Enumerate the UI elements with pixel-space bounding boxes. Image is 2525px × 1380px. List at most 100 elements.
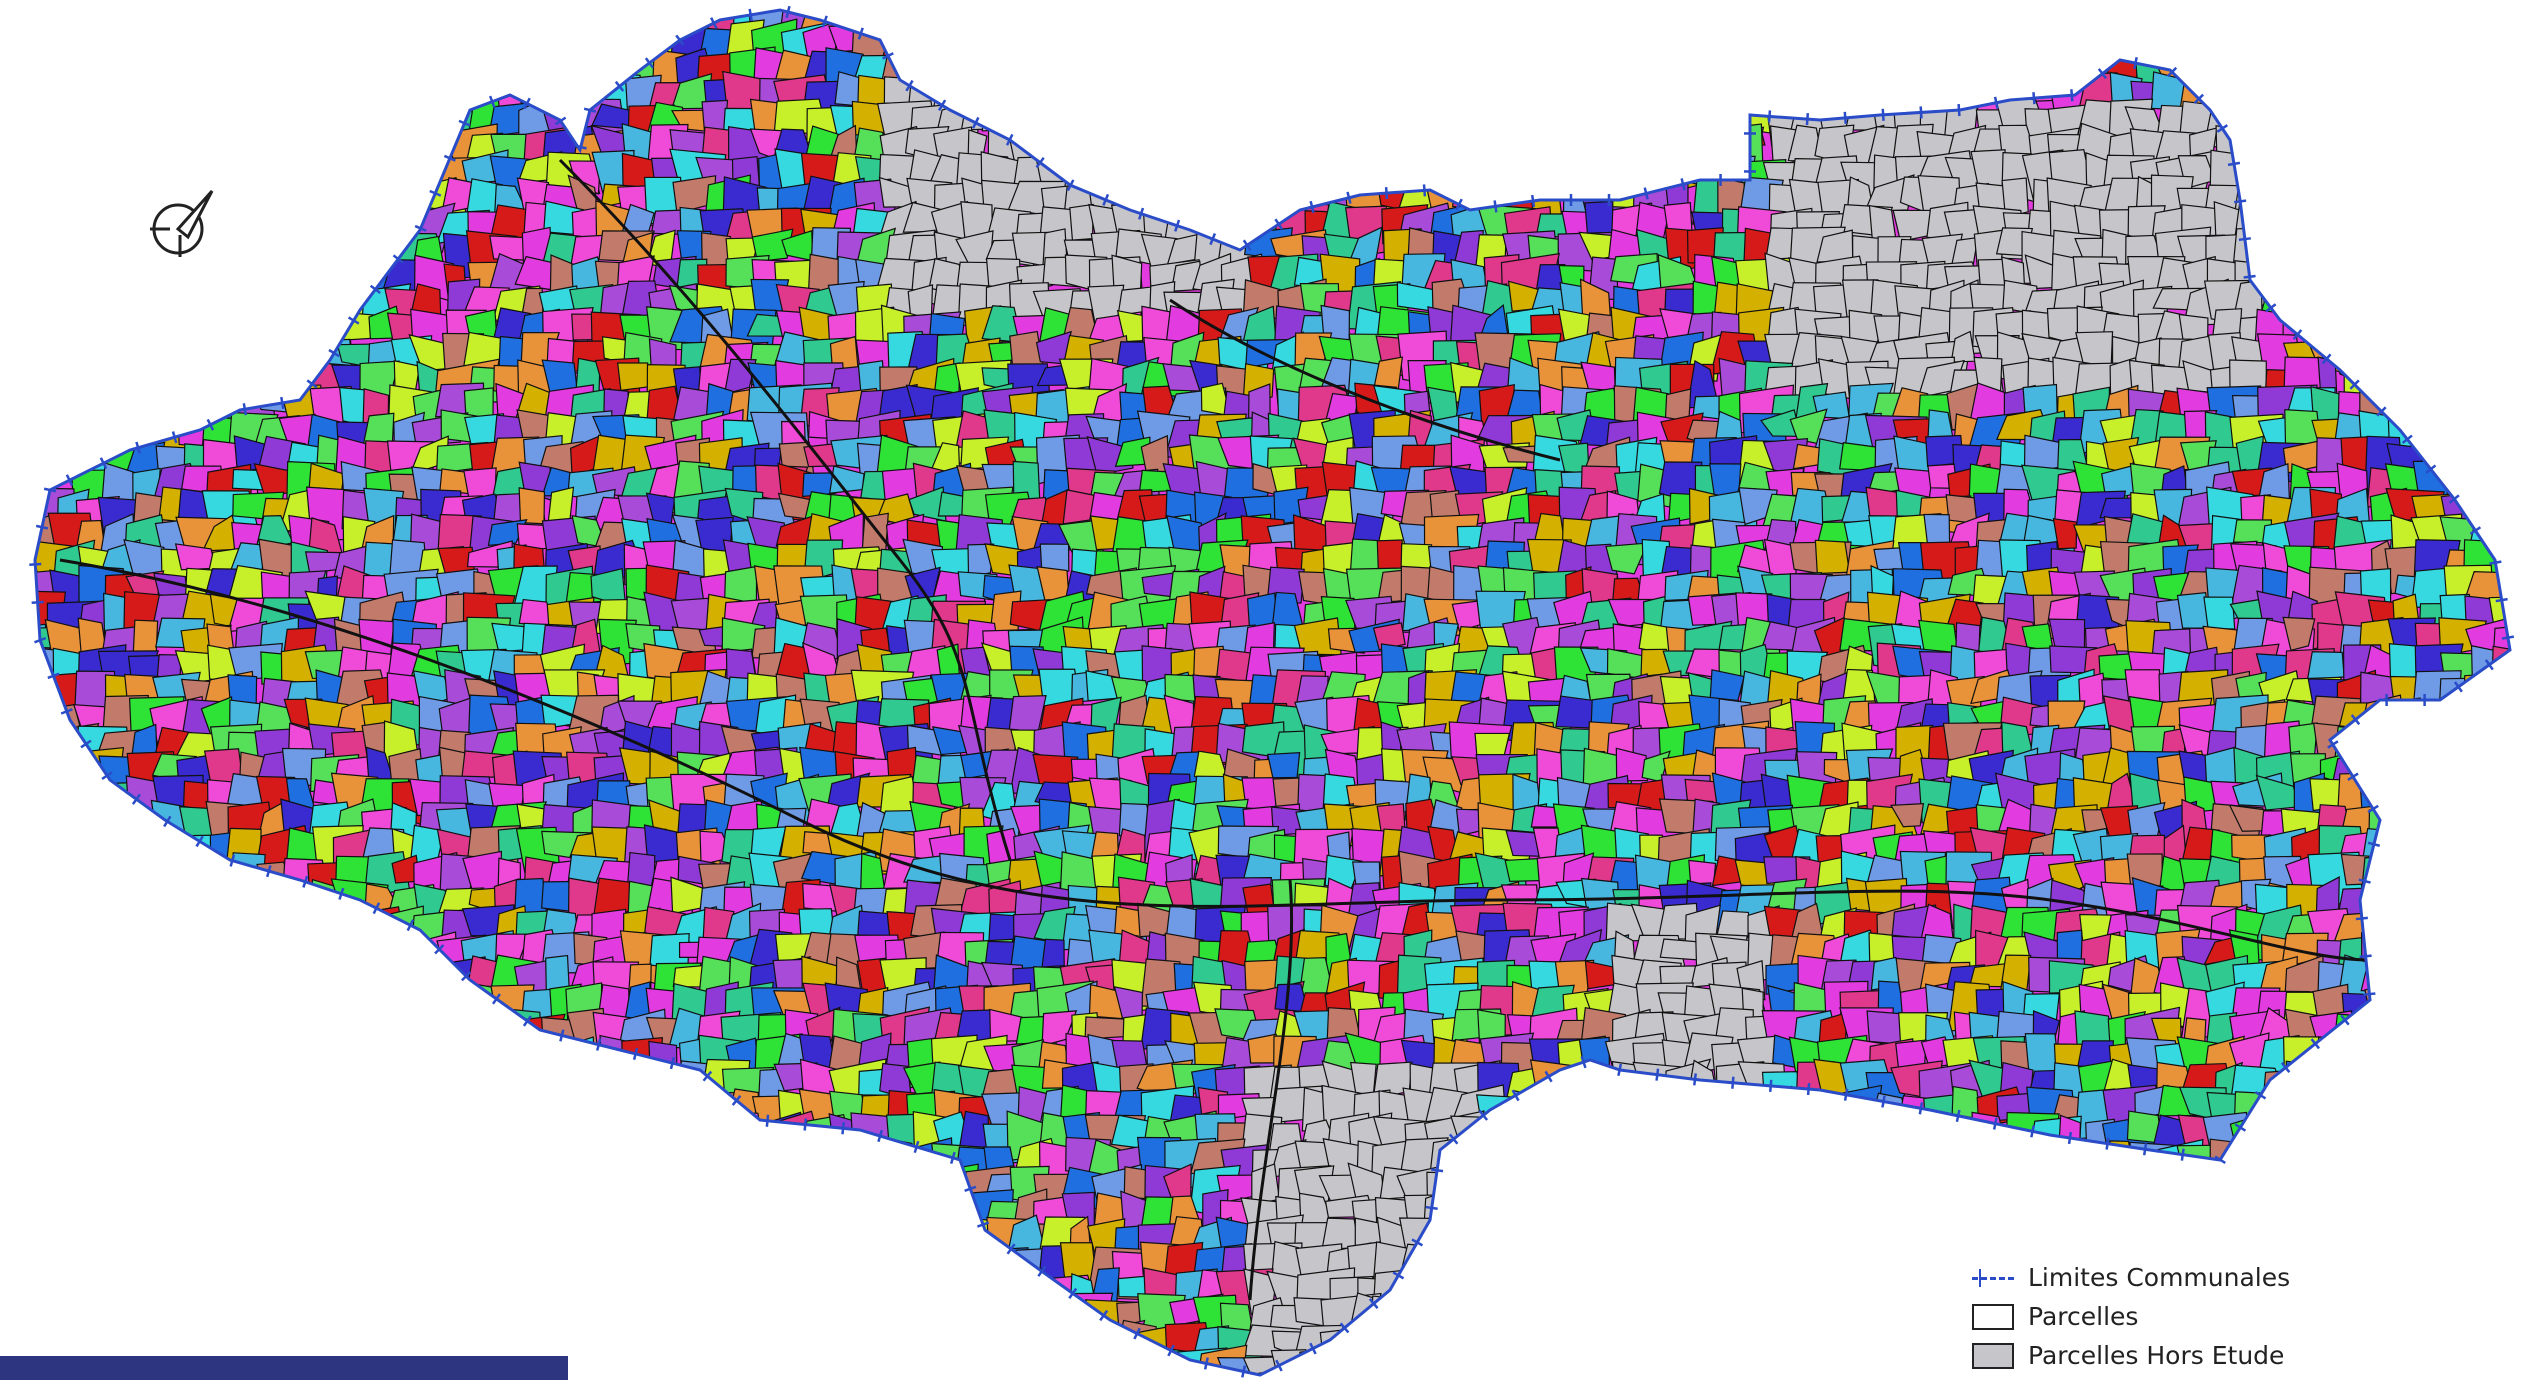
parcel: [1690, 1114, 1726, 1153]
parcel: [35, 153, 61, 206]
parcel: [107, 362, 140, 408]
parcel: [181, 1009, 219, 1054]
parcel: [102, 157, 138, 195]
parcel: [123, 1036, 164, 1087]
parcel-hors-etude: [1094, 149, 1131, 203]
parcel: [389, 1163, 423, 1218]
parcel: [643, 1173, 685, 1204]
parcel: [2365, 1123, 2414, 1165]
parcel-hors-etude: [1140, 158, 1194, 196]
parcel: [2521, 879, 2525, 928]
parcel: [2491, 177, 2510, 225]
parcel: [2396, 1267, 2447, 1320]
parcel: [336, 955, 377, 999]
parcel: [51, 777, 108, 814]
parcel: [1475, 1268, 1514, 1314]
parcel: [724, 1242, 760, 1284]
parcel: [675, 1088, 734, 1138]
parcel: [1500, 1272, 1537, 1305]
parcel: [748, 1270, 807, 1322]
parcel: [2516, 128, 2525, 172]
parcel: [496, 1296, 543, 1342]
parcel: [200, 931, 248, 968]
parcel: [282, 1136, 324, 1176]
parcel: [263, 1278, 307, 1321]
parcel: [1240, 148, 1286, 197]
parcel: [2411, 330, 2466, 363]
parcel: [35, 932, 61, 989]
parcel: [1763, 50, 1801, 102]
parcel: [2442, 82, 2493, 122]
parcel: [1976, 1189, 2013, 1237]
parcel: [1455, 44, 1502, 98]
parcel: [35, 408, 49, 459]
parcel: [106, 1270, 150, 1328]
parcel: [71, 155, 124, 201]
parcel: [2500, 154, 2510, 185]
parcel: [1008, 18, 1067, 69]
parcel: [832, 1299, 866, 1340]
parcel: [149, 1059, 198, 1119]
parcel: [2443, 284, 2484, 330]
parcel: [1302, 123, 1344, 169]
parcel: [1976, 1218, 2027, 1261]
parcel: [1555, 21, 1605, 56]
parcel: [2387, 330, 2429, 377]
parcel: [182, 1189, 233, 1223]
parcel: [2385, 157, 2439, 195]
parcel: [130, 1247, 179, 1293]
parcel: [45, 177, 88, 221]
parcel: [35, 176, 67, 208]
parcel: [2442, 1215, 2476, 1253]
parcel: [360, 1090, 421, 1136]
parcel: [1637, 1088, 1681, 1138]
parcel: [74, 850, 135, 896]
parcel: [1895, 10, 1930, 45]
parcel: [701, 1241, 748, 1276]
parcel: [278, 986, 327, 1037]
parcel: [2439, 1121, 2469, 1156]
parcel: [2388, 124, 2422, 166]
parcel: [2306, 1189, 2360, 1239]
parcel: [410, 1240, 458, 1294]
parcel: [2359, 1141, 2403, 1177]
parcel: [2307, 149, 2354, 196]
parcel: [175, 1141, 234, 1192]
parcel: [1922, 1118, 1955, 1153]
parcel: [1768, 1241, 1818, 1282]
parcel: [284, 130, 331, 174]
parcel: [2307, 253, 2357, 305]
parcel: [488, 10, 529, 45]
parcel: [721, 1295, 753, 1338]
parcel: [1684, 99, 1724, 142]
parcel: [254, 129, 298, 168]
parcel: [1634, 1218, 1663, 1268]
parcel: [1267, 31, 1317, 63]
parcel: [1452, 24, 1497, 65]
parcel: [2491, 490, 2510, 539]
parcel: [157, 71, 204, 118]
parcel: [2000, 1139, 2058, 1186]
parcel: [2391, 1244, 2437, 1278]
parcel: [542, 1118, 596, 1160]
parcel: [410, 1062, 445, 1091]
parcel: [2518, 100, 2525, 158]
parcel: [150, 1271, 205, 1313]
parcel: [2464, 990, 2510, 1025]
parcel: [35, 1061, 46, 1100]
parcel: [601, 1250, 641, 1292]
parcel: [2103, 1166, 2141, 1201]
parcel: [1969, 49, 2013, 101]
parcel: [49, 1190, 110, 1238]
parcel: [1842, 1266, 1886, 1304]
parcel: [2412, 361, 2468, 415]
parcel: [229, 283, 260, 338]
parcel: [2262, 100, 2307, 136]
parcel: [645, 1252, 693, 1294]
parcel: [2493, 466, 2510, 513]
parcel: [809, 1297, 860, 1335]
parcel: [518, 487, 546, 525]
parcel: [1721, 1193, 1755, 1247]
parcel-hors-etude: [1370, 1295, 1422, 1332]
